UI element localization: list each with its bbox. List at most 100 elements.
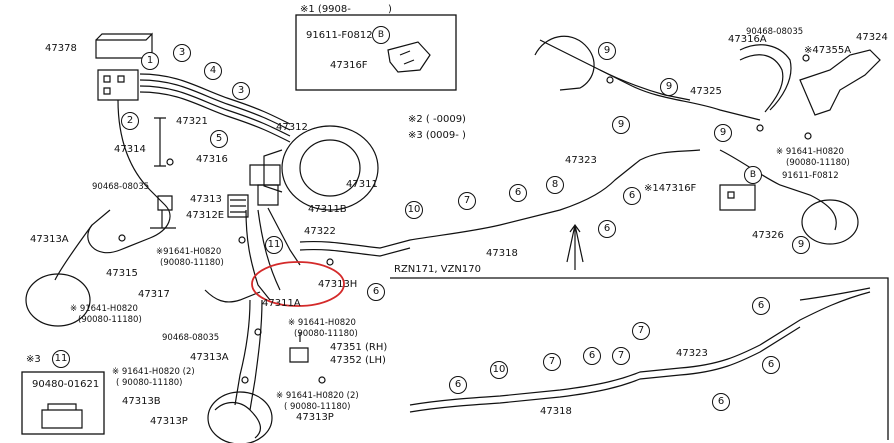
inset-x1-title-close: ) xyxy=(388,4,392,15)
clamp-90480 xyxy=(41,403,83,429)
label-47351: 47351 (RH) xyxy=(330,342,388,353)
callout-10: 10 xyxy=(405,201,423,219)
callout-b-inset: B xyxy=(372,26,390,44)
callout-6-br2: 6 xyxy=(762,356,780,374)
callout-6-b: 6 xyxy=(623,187,641,205)
callout-7-br1: 7 xyxy=(543,353,561,371)
label-47315: 47315 xyxy=(106,268,138,279)
bracket-47324 xyxy=(799,49,881,116)
note-x2: ※2 ( -0009) xyxy=(408,114,466,125)
label-91641-b1: ※ 91641-H0820 (2) xyxy=(112,367,195,377)
label-47313p-left: 47313P xyxy=(150,416,188,427)
label-90080-left: (90080-11180) xyxy=(160,258,224,268)
callout-6-mid: 6 xyxy=(367,283,385,301)
label-91641-mid: ※ 91641-H0820 xyxy=(288,318,356,328)
label-47318: 47318 xyxy=(486,248,518,259)
label-91611-right: 91611-F0812 xyxy=(782,171,839,181)
label-47313b: 47313B xyxy=(122,396,161,407)
highlight-47313h xyxy=(251,261,345,307)
label-47321: 47321 xyxy=(176,116,208,127)
callout-6-br4: 6 xyxy=(583,347,601,365)
label-47313h: 47313H xyxy=(318,279,358,290)
label-47378: 47378 xyxy=(45,43,77,54)
label-91641-b2: ※ 91641-H0820 (2) xyxy=(276,391,359,401)
callout-b-right: B xyxy=(744,166,762,184)
label-47317: 47317 xyxy=(138,289,170,300)
label-47324: 47324 xyxy=(856,32,888,43)
label-47311: 47311 xyxy=(346,179,378,190)
callout-3a: 3 xyxy=(173,44,191,62)
bracket-147316f xyxy=(719,184,756,211)
inset-box-x3 xyxy=(21,371,105,435)
callout-6-br1: 6 xyxy=(752,297,770,315)
callout-9-e: 9 xyxy=(792,236,810,254)
label-90468-top: 90468-08035 xyxy=(92,182,150,192)
label-47352: 47352 (LH) xyxy=(330,355,386,366)
label-47326: 47326 xyxy=(752,230,784,241)
label-47323-bottom: 47323 xyxy=(676,348,708,359)
label-90080-right: (90080-11180) xyxy=(786,158,850,168)
label-147316f: ※147316F xyxy=(644,183,697,194)
label-47311a: 47311A xyxy=(262,298,301,309)
callout-9-a: 9 xyxy=(598,42,616,60)
label-47355a: ※47355A xyxy=(804,45,852,56)
label-90468-right: 90468-08035 xyxy=(746,27,804,37)
label-47323: 47323 xyxy=(565,155,597,166)
callout-11: 11 xyxy=(265,236,283,254)
label-90468-mid: 90468-08035 xyxy=(162,333,220,343)
callout-1: 1 xyxy=(141,52,159,70)
label-rzn: RZN171, VZN170 xyxy=(394,264,481,275)
label-47322: 47322 xyxy=(304,226,336,237)
label-90080-b2: ( 90080-11180) xyxy=(284,402,351,412)
label-90080-b1: ( 90080-11180) xyxy=(116,378,183,388)
brake-booster xyxy=(281,125,379,211)
callout-6-br5: 6 xyxy=(449,376,467,394)
label-47316: 47316 xyxy=(196,154,228,165)
callout-6-a: 6 xyxy=(509,184,527,202)
note-x3: ※3 (0009- ) xyxy=(408,130,466,141)
left-wheel-sensor xyxy=(25,273,91,327)
joint-block-left xyxy=(97,69,139,101)
label-90480: 90480-01621 xyxy=(32,379,100,390)
label-47314: 47314 xyxy=(114,144,146,155)
label-47313a-2: 47313A xyxy=(190,352,229,363)
inset-x1-part-a: 91611-F0812 xyxy=(306,30,373,41)
label-x3-inset: ※3 xyxy=(26,354,41,365)
callout-3b: 3 xyxy=(232,82,250,100)
label-47316a: 47316A xyxy=(728,34,767,45)
callout-2: 2 xyxy=(121,112,139,130)
bracket-47316f xyxy=(387,41,431,73)
label-47313: 47313 xyxy=(190,194,222,205)
callout-6-c: 6 xyxy=(598,220,616,238)
label-91641-right: ※ 91641-H0820 xyxy=(776,147,844,157)
inset-x1-part-b: 47316F xyxy=(330,60,368,71)
callout-8: 8 xyxy=(546,176,564,194)
callout-9-c: 9 xyxy=(660,78,678,96)
label-47325: 47325 xyxy=(690,86,722,97)
callout-9-b: 9 xyxy=(612,116,630,134)
callout-6-br3: 6 xyxy=(712,393,730,411)
callout-9-d: 9 xyxy=(714,124,732,142)
rzn-bracket-line xyxy=(390,277,889,440)
callout-10-br: 10 xyxy=(490,361,508,379)
callout-5: 5 xyxy=(210,130,228,148)
label-47318-bottom: 47318 xyxy=(540,406,572,417)
lower-wheel-sensor xyxy=(207,391,273,443)
callout-4: 4 xyxy=(204,62,222,80)
label-90080-mid: (90080-11180) xyxy=(294,329,358,339)
label-47312e: 47312E xyxy=(186,210,225,221)
label-47311b: 47311B xyxy=(308,204,347,215)
right-wheel-sensor xyxy=(801,199,859,245)
callout-7-br3: 7 xyxy=(632,322,650,340)
label-47312: 47312 xyxy=(276,122,308,133)
label-91641-left: ※91641-H0820 xyxy=(156,247,222,257)
label-47313a: 47313A xyxy=(30,234,69,245)
callout-11-inset: 11 xyxy=(52,350,70,368)
label-90080-l2: (90080-11180) xyxy=(78,315,142,325)
label-91641-l2: ※ 91641-H0820 xyxy=(70,304,138,314)
callout-7: 7 xyxy=(458,192,476,210)
label-47313p-right: 47313P xyxy=(296,412,334,423)
callout-7-br2: 7 xyxy=(612,347,630,365)
